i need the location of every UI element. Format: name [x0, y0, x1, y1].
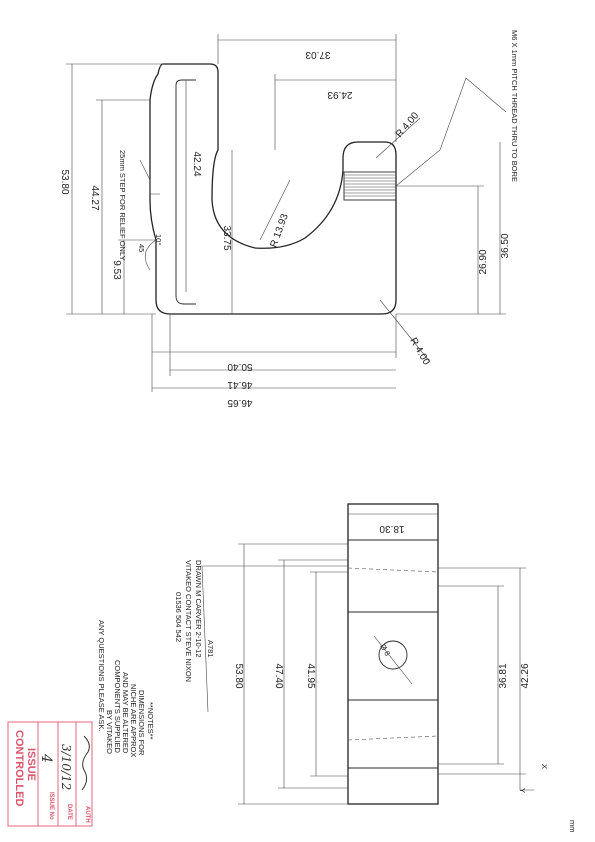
thread-hatch [343, 171, 397, 201]
dim-33-75: 33.75 [221, 225, 232, 250]
stamp-title-1: CONTROLLED [13, 730, 25, 806]
stamp-auth-label: AUTH [84, 806, 90, 823]
note-line-3: AND MAY BE ALTERED [121, 672, 130, 754]
dim-42-24: 42.24 [191, 151, 202, 176]
note-line-1: DIMENSIONS FOR [137, 690, 146, 756]
title-block: A781 DRAWN M CARVER 2-10-12 VITAKEO CONT… [174, 560, 215, 682]
dim-36-50: 36.50 [500, 233, 511, 258]
dim-46-41: 46.41 [227, 379, 252, 390]
top-view-inner-profile [175, 79, 196, 305]
angle-45: 45 [137, 244, 146, 252]
units-label: mm [568, 820, 577, 833]
dim-side-36-81: 36.81 [498, 663, 509, 688]
axis-y: Y [518, 788, 527, 793]
radius-4-top: R 4.00 [394, 110, 422, 140]
auth-signature [81, 735, 90, 791]
top-view-outline [149, 63, 397, 315]
dim-side-42-26: 42.26 [520, 663, 531, 688]
dim-side-41-95: 41.95 [305, 663, 316, 688]
side-view: Ø 8 18.30 53.80 47.40 41.95 36.81 42.26 … [201, 503, 549, 805]
dim-side-47-40: 47.40 [273, 663, 284, 688]
dim-46-65: 46.65 [227, 397, 252, 408]
stamp-title-2: ISSUE [25, 748, 37, 781]
stamp-date-label: DATE [66, 804, 72, 820]
dim-26-90: 26.90 [478, 249, 489, 274]
note-line-6: ANY QUESTIONS PLEASE ASK. [97, 620, 106, 732]
dim-9-53: 9.53 [111, 260, 122, 280]
dim-24-93: 24.93 [327, 89, 352, 100]
part-number: A781 [206, 640, 215, 658]
contact: VITAKEO CONTACT STEVE NIXON [184, 560, 193, 682]
dim-44-27: 44.27 [89, 185, 100, 210]
dim-side-53-80: 53.80 [233, 663, 244, 688]
axis-x: X [540, 764, 549, 769]
notes-header: **NOTES** [146, 702, 155, 740]
note-line-5: BY VITAKEO [105, 710, 114, 754]
radius-13-93: R 13.93 [268, 212, 290, 249]
hole-diameter: Ø 8 [378, 643, 392, 658]
note-line-2: NICHE ARE APPROX [129, 684, 138, 757]
notes: **NOTES** DIMENSIONS FOR NICHE ARE APPRO… [97, 620, 155, 757]
stamp-issue-value: 4 [38, 753, 54, 763]
drawn-by: DRAWN M CARVER 2-10-12 [194, 560, 203, 658]
dim-50-40: 50.40 [227, 361, 252, 372]
controlled-issue-stamp: CONTROLLED ISSUE ISSUE No 4 DATE 3/10/12… [7, 721, 93, 827]
phone: 01536 504 542 [174, 592, 183, 642]
dim-53-80: 53.80 [59, 169, 70, 194]
radius-4-bottom: R 4.00 [407, 336, 431, 367]
top-view: 37.03 24.93 53.80 44.27 9.53 25mm STEP F… [59, 30, 519, 408]
note-line-4: COMPONENTS SUPPLIED [113, 660, 122, 754]
dim-37-03: 37.03 [305, 49, 330, 60]
relief-note: 25mm STEP FOR RELIEF ONLY [118, 150, 127, 261]
angle-10: 10° [154, 234, 163, 245]
stamp-issue-label: ISSUE No [48, 792, 54, 820]
stamp-date-value: 3/10/12 [59, 744, 73, 790]
thread-note: M6 X 1mm PITCH THREAD THRU TO BORE [510, 30, 519, 182]
side-view-outline [347, 503, 439, 805]
dim-18-30: 18.30 [379, 523, 404, 534]
